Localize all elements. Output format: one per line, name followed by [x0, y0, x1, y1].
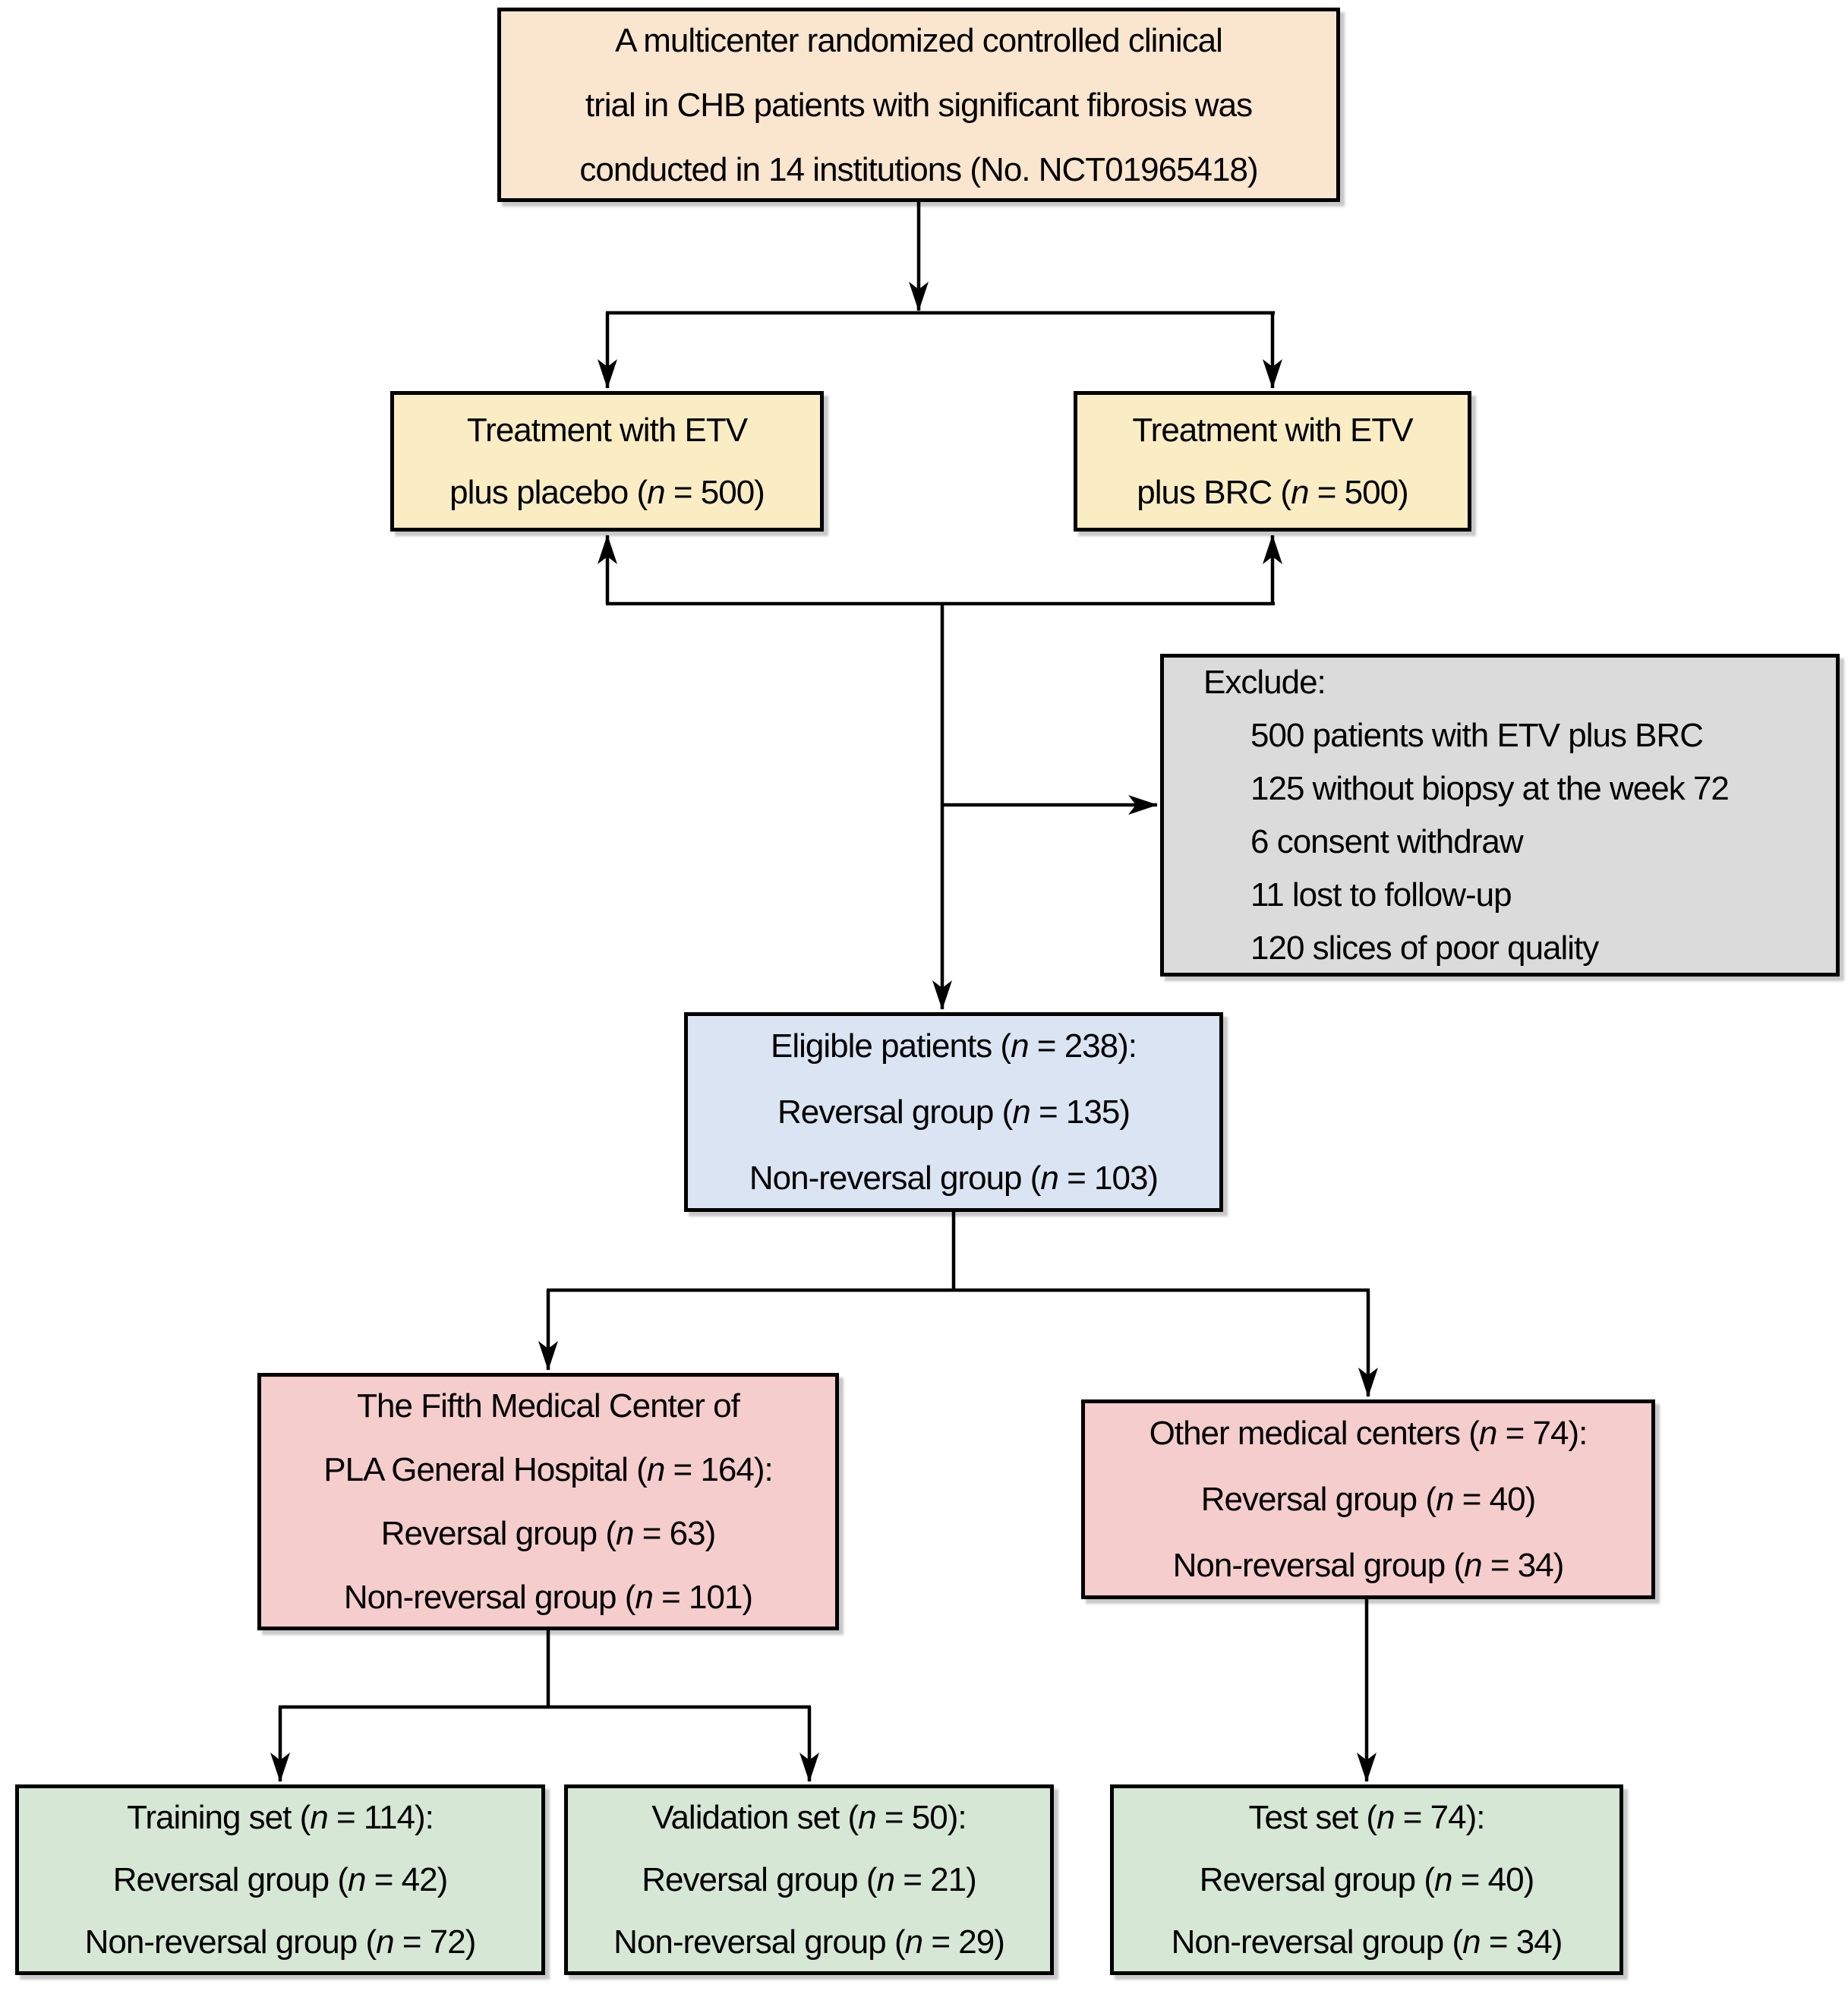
box-fifth-medical-center-text: The Fifth Medical Center of PLA General H…	[261, 1374, 835, 1630]
box-treatment-placebo-text: Treatment with ETV plus placebo (n = 500)	[394, 399, 820, 524]
box-eligible-patients-text: Eligible patients (n = 238): Reversal gro…	[688, 1013, 1219, 1211]
text-line: Other medical centers (n = 74):	[1149, 1415, 1588, 1452]
text-line: Non-reversal group (n = 34)	[1172, 1547, 1565, 1584]
box-test-set: Test set (n = 74): Reversal group (n = 40…	[1110, 1784, 1623, 1975]
text-line: Training set (n = 114):	[127, 1798, 434, 1836]
box-training-set: Training set (n = 114): Reversal group (n…	[15, 1784, 545, 1975]
box-other-centers: Other medical centers (n = 74): Reversal …	[1081, 1399, 1655, 1599]
text-line: PLA General Hospital (n = 164):	[323, 1450, 773, 1488]
box-test-set-text: Test set (n = 74): Reversal group (n = 40…	[1114, 1787, 1619, 1974]
box-other-centers-text: Other medical centers (n = 74): Reversal …	[1085, 1400, 1651, 1598]
exclusions-title: Exclude:	[1203, 663, 1326, 701]
text-line: 120 slices of poor quality	[1250, 929, 1599, 967]
text-line: Non-reversal group (n = 103)	[749, 1160, 1159, 1197]
box-eligible-patients: Eligible patients (n = 238): Reversal gro…	[684, 1012, 1223, 1212]
box-trial-summary-text: A multicenter randomized controlled clin…	[501, 8, 1336, 202]
text-line: Non-reversal group (n = 72)	[84, 1923, 477, 1961]
text-line: Test set (n = 74):	[1248, 1798, 1486, 1836]
text-line: 11 lost to follow-up	[1250, 876, 1512, 913]
text-line: Treatment with ETV	[1132, 411, 1413, 449]
text-line: Reversal group (n = 40)	[1200, 1481, 1537, 1518]
text-line: 500 patients with ETV plus BRC	[1250, 716, 1704, 754]
text-line: Reversal group (n = 21)	[642, 1860, 977, 1898]
box-treatment-placebo: Treatment with ETV plus placebo (n = 500)	[390, 391, 824, 532]
text-line: Validation set (n = 50):	[651, 1798, 967, 1836]
text-line: Non-reversal group (n = 101)	[343, 1578, 753, 1616]
text-line: Treatment with ETV	[466, 411, 748, 449]
box-fifth-medical-center: The Fifth Medical Center of PLA General H…	[257, 1373, 839, 1630]
box-trial-summary: A multicenter randomized controlled clin…	[497, 8, 1340, 202]
text-line: The Fifth Medical Center of	[357, 1387, 740, 1425]
text-line: 6 consent withdraw	[1250, 822, 1524, 860]
text-line: Reversal group (n = 40)	[1199, 1860, 1535, 1898]
text-line: Reversal group (n = 42)	[112, 1860, 449, 1898]
text-line: trial in CHB patients with significant f…	[585, 86, 1253, 124]
text-line: Non-reversal group (n = 34)	[1171, 1923, 1563, 1961]
text-line: Reversal group (n = 135)	[777, 1093, 1131, 1131]
text-line: Reversal group (n = 63)	[380, 1514, 717, 1552]
box-validation-set: Validation set (n = 50): Reversal group (…	[564, 1784, 1054, 1975]
box-training-set-text: Training set (n = 114): Reversal group (n…	[19, 1787, 541, 1974]
text-line: conducted in 14 institutions (No. NCT019…	[579, 150, 1258, 188]
text-line: plus placebo (n = 500)	[449, 473, 765, 511]
exclusions-list: 500 patients with ETV plus BRC 125 withou…	[1203, 709, 1730, 975]
box-treatment-brc-text: Treatment with ETV plus BRC (n = 500)	[1077, 399, 1468, 524]
text-line: plus BRC (n = 500)	[1137, 473, 1408, 511]
box-exclusions: Exclude: 500 patients with ETV plus BRC 1…	[1160, 654, 1840, 977]
box-validation-set-text: Validation set (n = 50): Reversal group (…	[568, 1787, 1050, 1974]
text-line: Eligible patients (n = 238):	[771, 1027, 1137, 1065]
text-line: A multicenter randomized controlled clin…	[615, 21, 1223, 59]
box-treatment-brc: Treatment with ETV plus BRC (n = 500)	[1074, 391, 1471, 532]
text-line: Non-reversal group (n = 29)	[613, 1923, 1005, 1961]
text-line: 125 without biopsy at the week 72	[1250, 769, 1730, 807]
